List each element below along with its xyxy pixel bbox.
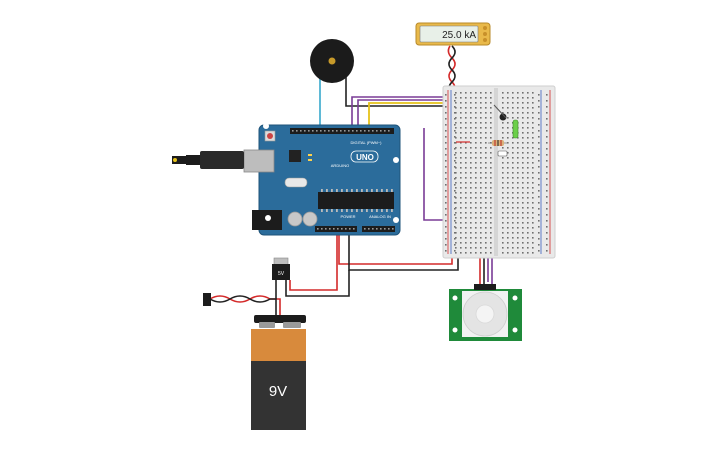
battery-lead-red[interactable] [209,295,281,316]
battery-top [251,329,306,361]
capacitor-1 [287,211,303,227]
led-indicator-2 [308,159,312,161]
pir-motion-sensor[interactable] [449,284,522,341]
mount-hole-3 [265,215,271,221]
analog-header[interactable] [362,226,395,232]
usb-port[interactable] [243,149,275,173]
voltage-regulator[interactable]: 5V [272,257,290,280]
multimeter-knob-1[interactable] [483,26,487,30]
buzzer-ground-wire[interactable] [345,76,452,107]
pir-mount-1 [452,295,458,301]
multimeter-knob-3[interactable] [483,38,487,42]
arduino-logo-frame [350,150,379,163]
piezo-buzzer[interactable] [310,39,354,83]
battery-terminal-left [259,322,275,328]
capacitor[interactable] [497,150,508,157]
capacitor-2 [302,211,318,227]
transistor[interactable] [499,113,507,121]
battery-connector[interactable] [203,293,306,323]
signal-wire-purple-1[interactable] [351,96,452,128]
regulator-gnd-wire[interactable] [285,270,350,297]
regulator-in-wire[interactable] [289,232,338,291]
pir-lens-center [475,304,495,324]
battery-body [251,361,306,430]
battery-terminal-right [283,322,301,328]
regulator-label: 5V [278,271,285,277]
digital-pins [292,130,390,132]
analog-header-label: ANALOG IN [369,214,391,219]
pir-header [474,284,496,290]
diode-lead [493,104,507,119]
breadboard-holes [445,92,548,254]
multimeter-knob-2[interactable] [483,32,487,36]
led-green[interactable] [512,119,519,139]
battery-9v[interactable]: 9V [251,322,306,430]
power-wire-red[interactable] [338,232,453,265]
crystal-oscillator [284,177,308,188]
breadboard-center-channel [494,88,498,256]
usb-chip [289,150,301,162]
mount-hole-4 [393,217,399,223]
pir-mount-3 [452,327,458,333]
digital-header-label: DIGITAL (PWM~) [351,140,383,145]
battery-label: 9V [269,383,287,400]
multimeter[interactable]: 25.0 kA [415,22,491,46]
digital-header[interactable] [290,128,394,134]
mount-hole-2 [393,157,399,163]
led-indicator-1 [308,154,312,156]
pir-mount-4 [512,327,518,333]
battery-lead-black[interactable] [209,295,277,316]
usb-cable[interactable] [172,151,244,169]
atmega-chip [318,192,394,209]
buzzer-center [328,57,336,65]
arduino-model-label: UNO [356,153,374,162]
arduino-brand-label: ARDUINO [331,163,349,168]
mount-hole-1 [263,123,269,129]
breadboard-components [456,104,519,157]
bottom-pins [317,228,394,230]
resistor[interactable] [488,140,508,146]
power-header-label: POWER [340,214,355,219]
chip-pins [321,189,393,212]
usb-cable-end [173,158,177,162]
pir-mount-2 [512,295,518,301]
multimeter-reading: 25.0 kA [442,30,476,41]
arduino-uno[interactable]: DIGITAL (PWM~) UNO ARDUINO POWER ANALOG … [243,123,401,236]
breadboard[interactable] [442,85,556,259]
power-header[interactable] [315,226,357,232]
